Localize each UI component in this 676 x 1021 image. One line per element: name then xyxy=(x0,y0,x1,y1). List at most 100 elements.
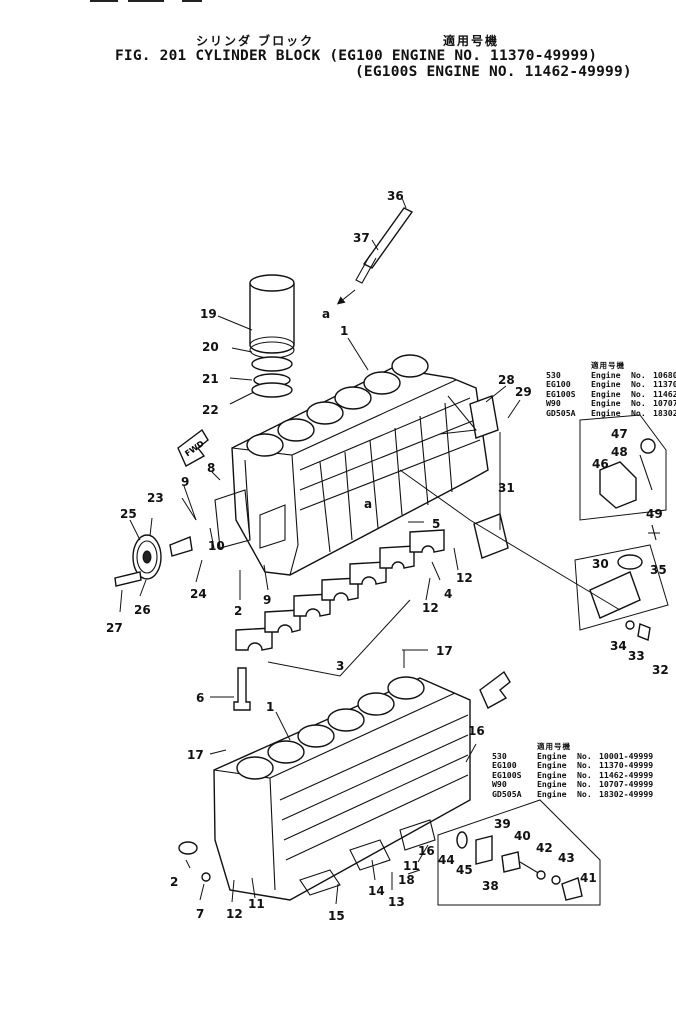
oil-filter-plug-inset xyxy=(437,799,601,906)
callout-38: 38 xyxy=(482,879,499,893)
callout-45: 45 xyxy=(456,863,473,877)
callout-49: 49 xyxy=(646,507,663,521)
callout-3: 3 xyxy=(336,659,344,673)
callout-46: 46 xyxy=(592,457,609,471)
callout-20: 20 xyxy=(202,340,219,354)
callout-35: 35 xyxy=(650,563,667,577)
callout-17: 17 xyxy=(436,644,453,658)
callout-39: 39 xyxy=(494,817,511,831)
engine-cell: Engine xyxy=(591,379,621,390)
callout-29: 29 xyxy=(515,385,532,399)
upper-cylinder-block xyxy=(214,354,489,576)
callout-24: 24 xyxy=(190,587,207,601)
callout-33: 33 xyxy=(628,649,645,663)
cylinder-bores-lower xyxy=(236,676,425,780)
callout-16: 16 xyxy=(468,724,485,738)
range-cell: 11370-49999 xyxy=(599,760,654,771)
model-cell: EG100S xyxy=(492,769,522,780)
cover-gasket xyxy=(469,395,499,439)
side-cover-gasket xyxy=(473,513,509,559)
callout-2b: 2 xyxy=(170,875,178,889)
engine-cell: Engine xyxy=(591,398,621,409)
model-cell: EG100S xyxy=(546,388,576,399)
no-cell: No. xyxy=(577,750,592,761)
callout-16b: 16 xyxy=(418,844,435,858)
table-row: GD505A Engine No. 18302-49999 xyxy=(492,788,654,800)
figure-title-line1: FIG. 201 CYLINDER BLOCK (EG100 ENGINE NO… xyxy=(115,48,598,64)
drain-plug xyxy=(201,872,211,882)
callout-8: 8 xyxy=(207,461,215,475)
callout-12: 12 xyxy=(456,571,473,585)
callout-37: 37 xyxy=(353,231,370,245)
callout-1: 1 xyxy=(340,324,348,338)
callout-1b: 1 xyxy=(266,700,274,714)
no-cell: No. xyxy=(631,407,646,418)
no-cell: No. xyxy=(577,788,592,799)
header-rule xyxy=(128,0,164,2)
callout-43: 43 xyxy=(558,851,575,865)
no-cell: No. xyxy=(631,369,646,380)
range-cell: 10707-49999 xyxy=(599,779,654,790)
model-cell: 530 xyxy=(492,750,507,761)
no-cell: No. xyxy=(631,379,646,390)
figure-title-line2: (EG100S ENGINE NO. 11462-49999) xyxy=(355,64,632,80)
oil-pipe-inset xyxy=(579,414,667,541)
callout-47: 47 xyxy=(611,427,628,441)
callout-6: 6 xyxy=(196,691,204,705)
table-heading: 適用号機 xyxy=(537,742,571,751)
callout-17b: 17 xyxy=(187,748,204,762)
engine-cell: Engine xyxy=(537,769,567,780)
no-cell: No. xyxy=(631,388,646,399)
callout-41: 41 xyxy=(580,871,597,885)
callout-44: 44 xyxy=(438,853,455,867)
callout-42: 42 xyxy=(536,841,553,855)
callout-10: 10 xyxy=(208,539,225,553)
callout-15: 15 xyxy=(328,909,345,923)
callout-a2: a xyxy=(364,497,372,511)
lower-cylinder-block xyxy=(213,676,471,901)
cylinder-bores-upper xyxy=(246,354,429,457)
dowel-pin xyxy=(336,207,414,305)
callout-25: 25 xyxy=(120,507,137,521)
range-cell: 18302-49999 xyxy=(599,788,654,799)
header-rule xyxy=(90,0,118,2)
no-cell: No. xyxy=(577,779,592,790)
oil-pump-inset xyxy=(574,544,669,641)
range-cell: 11462-49999 xyxy=(599,769,654,780)
table-heading: 適用号機 xyxy=(591,361,625,370)
callout-31: 31 xyxy=(498,481,515,495)
callout-4: 4 xyxy=(444,587,452,601)
no-cell: No. xyxy=(577,769,592,780)
table-row: EG100S Engine No. 11462-49999 xyxy=(492,769,654,781)
callout-23: 23 xyxy=(147,491,164,505)
range-cell: 11370~ xyxy=(653,379,676,390)
no-cell: No. xyxy=(577,760,592,771)
leader-lines xyxy=(119,197,621,905)
range-cell: 10707~ xyxy=(653,398,676,409)
engine-cell: Engine xyxy=(591,388,621,399)
engine-cell: Engine xyxy=(537,788,567,799)
callout-9b: 9 xyxy=(263,593,271,607)
range-cell: 10680~ xyxy=(653,369,676,380)
callout-a: a xyxy=(322,307,330,321)
engine-cell: Engine xyxy=(537,779,567,790)
no-cell: No. xyxy=(631,398,646,409)
callout-18: 18 xyxy=(398,873,415,887)
header-rule xyxy=(182,0,202,2)
callout-9: 9 xyxy=(181,475,189,489)
callout-48: 48 xyxy=(611,445,628,459)
callout-28: 28 xyxy=(498,373,515,387)
callout-labels: 36 37 a 19 20 21 22 1 28 29 8 9 23 25 a … xyxy=(106,189,669,923)
callout-11: 11 xyxy=(403,859,420,873)
range-cell: 10001-49999 xyxy=(599,750,654,761)
model-cell: GD505A xyxy=(492,788,522,799)
